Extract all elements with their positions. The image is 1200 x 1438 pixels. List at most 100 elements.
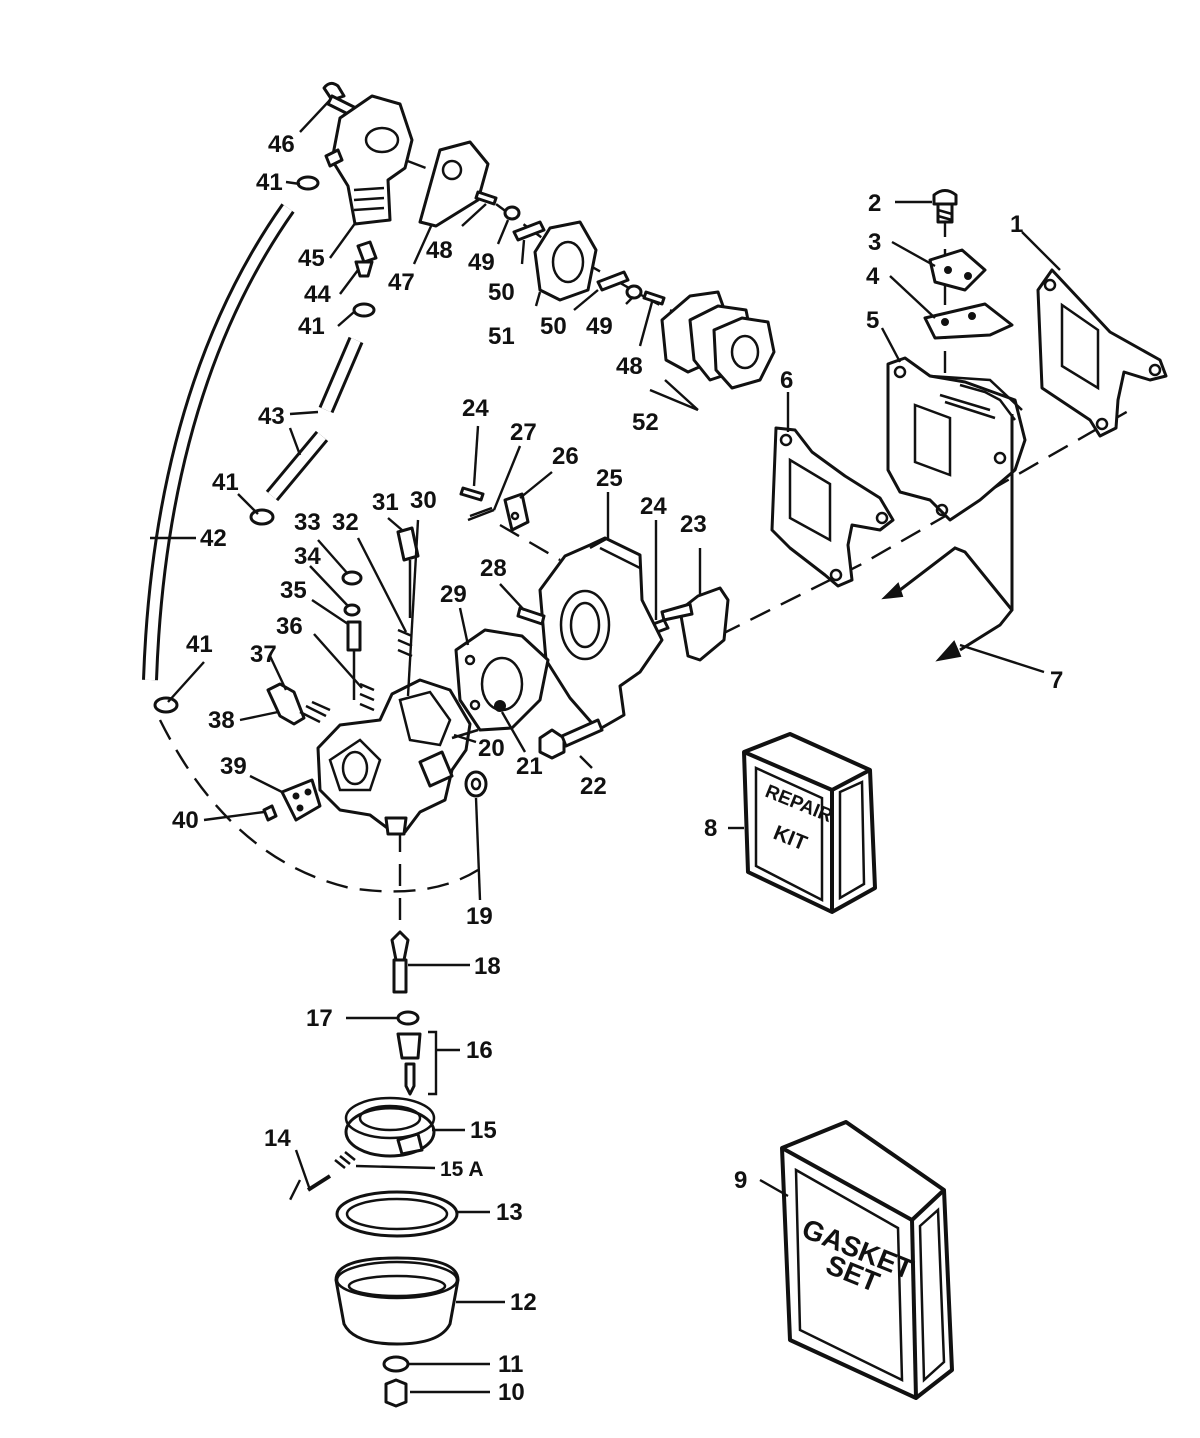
callout-20: 20 bbox=[478, 735, 505, 762]
part-31-choke-link bbox=[396, 526, 420, 618]
callout-13: 13 bbox=[496, 1199, 523, 1226]
callout-10: 10 bbox=[498, 1379, 525, 1406]
part-49-washer bbox=[503, 205, 643, 300]
part-42-fuel-line bbox=[142, 203, 295, 681]
callout-6: 6 bbox=[780, 367, 793, 394]
callout-24b: 24 bbox=[640, 493, 667, 520]
callout-49a: 49 bbox=[468, 249, 495, 276]
part-6-gasket bbox=[770, 426, 895, 588]
callout-52: 52 bbox=[632, 409, 659, 436]
part-10-screw bbox=[384, 1378, 408, 1408]
callout-15: 15 bbox=[470, 1117, 497, 1144]
part-44-fuel-fitting bbox=[354, 240, 378, 278]
part-16-needle-seat bbox=[396, 1032, 422, 1096]
callout-44: 44 bbox=[304, 281, 331, 308]
callout-15a: 15 A bbox=[440, 1158, 484, 1181]
part-25-carb-adapter bbox=[538, 536, 664, 732]
part-9-gasket-set-box: GASKET SET bbox=[780, 1120, 954, 1400]
part-15a-spring bbox=[334, 1151, 356, 1169]
part-26-lever bbox=[503, 492, 530, 532]
callout-39: 39 bbox=[220, 753, 247, 780]
callout-42: 42 bbox=[200, 525, 227, 552]
callout-38: 38 bbox=[208, 707, 235, 734]
callout-21: 21 bbox=[516, 753, 543, 780]
callout-9: 9 bbox=[734, 1167, 747, 1194]
part-5-reed-block bbox=[886, 356, 1027, 522]
part-22-bolt bbox=[538, 718, 604, 760]
callout-27: 27 bbox=[510, 419, 537, 446]
callout-47: 47 bbox=[388, 269, 415, 296]
callout-23: 23 bbox=[680, 511, 707, 538]
callout-36: 36 bbox=[276, 613, 303, 640]
callout-50a: 50 bbox=[488, 279, 515, 306]
callout-48a: 48 bbox=[426, 237, 453, 264]
part-29-gasket bbox=[454, 628, 550, 732]
callout-5: 5 bbox=[866, 307, 879, 334]
part-12-float-bowl bbox=[334, 1256, 460, 1346]
part-4-reed-petal bbox=[923, 302, 1014, 340]
callout-3: 3 bbox=[868, 229, 881, 256]
callout-33: 33 bbox=[294, 509, 321, 536]
part-21-throttle-shaft bbox=[494, 700, 506, 712]
callout-16: 16 bbox=[466, 1037, 493, 1064]
callout-48b: 48 bbox=[616, 353, 643, 380]
callout-37: 37 bbox=[250, 641, 277, 668]
callout-7: 7 bbox=[1050, 667, 1063, 694]
callout-32: 32 bbox=[332, 509, 359, 536]
part-1-gasket bbox=[1036, 268, 1168, 438]
leader-lines bbox=[150, 99, 1061, 1394]
callout-14: 14 bbox=[264, 1125, 291, 1152]
callout-17: 17 bbox=[306, 1005, 333, 1032]
part-8-repair-kit-box: REPAIR KIT bbox=[742, 732, 877, 914]
callout-29: 29 bbox=[440, 581, 467, 608]
part-36-spring bbox=[359, 682, 375, 712]
callout-35: 35 bbox=[280, 577, 307, 604]
callout-51: 51 bbox=[488, 323, 515, 350]
part-50-valve bbox=[512, 220, 630, 292]
callout-34: 34 bbox=[294, 543, 321, 570]
part-37-38-screw-spring bbox=[266, 682, 331, 726]
part-34-washer bbox=[343, 603, 361, 617]
callout-49b: 49 bbox=[586, 313, 613, 340]
callout-8: 8 bbox=[704, 815, 717, 842]
part-17-washer bbox=[396, 1010, 420, 1026]
part-2-screw bbox=[932, 189, 958, 224]
part-19-nut bbox=[464, 770, 488, 798]
callout-1: 1 bbox=[1010, 211, 1023, 238]
callout-24a: 24 bbox=[462, 395, 489, 422]
callout-45: 45 bbox=[298, 245, 325, 272]
callout-4: 4 bbox=[866, 263, 880, 290]
callout-28: 28 bbox=[480, 555, 507, 582]
callout-18: 18 bbox=[474, 953, 501, 980]
callout-22: 22 bbox=[580, 773, 607, 800]
callout-11: 11 bbox=[498, 1351, 523, 1378]
callout-12: 12 bbox=[510, 1289, 537, 1316]
part-14-pin bbox=[306, 1174, 332, 1192]
callout-46: 46 bbox=[268, 131, 295, 158]
callout-50b: 50 bbox=[540, 313, 567, 340]
callout-25: 25 bbox=[596, 465, 623, 492]
callout-2: 2 bbox=[868, 190, 881, 217]
part-40-screw bbox=[262, 804, 278, 822]
part-35-needle bbox=[346, 620, 362, 700]
part-13-bowl-gasket bbox=[335, 1190, 459, 1238]
part-23-bracket bbox=[660, 586, 730, 662]
callout-40: 40 bbox=[172, 807, 199, 834]
callout-41d: 41 bbox=[186, 631, 213, 658]
part-43-fuel-line-short bbox=[265, 336, 364, 502]
part-30-carburetor-body bbox=[316, 678, 472, 836]
part-48-screw-a bbox=[474, 190, 666, 306]
part-11-washer bbox=[382, 1355, 410, 1373]
callout-41c: 41 bbox=[212, 469, 239, 496]
part-15-float bbox=[344, 1096, 436, 1158]
callout-30: 30 bbox=[410, 487, 437, 514]
callout-41a: 41 bbox=[256, 169, 283, 196]
part-52-diaphragm-set bbox=[649, 290, 776, 412]
part-45-fuel-pump-cover bbox=[324, 94, 414, 226]
callout-26: 26 bbox=[552, 443, 579, 470]
part-3-reed-stop bbox=[928, 248, 987, 292]
part-47-pump-gasket bbox=[418, 140, 490, 228]
part-27-spring bbox=[467, 506, 495, 522]
callout-labels: 1 2 3 4 5 6 7 8 9 10 11 12 13 14 15 15 A… bbox=[172, 131, 1063, 1406]
part-7-linkage-rod bbox=[881, 414, 1014, 662]
